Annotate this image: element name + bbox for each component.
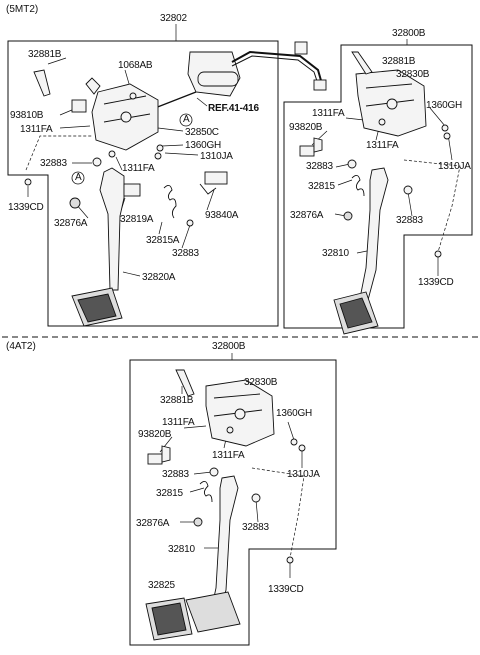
part-label: 93810B bbox=[10, 110, 44, 121]
marker-letter: A bbox=[75, 172, 82, 183]
part-label: 1360GH bbox=[185, 140, 222, 151]
part-label: 32883 bbox=[40, 158, 67, 169]
part-label: 32883 bbox=[242, 522, 269, 533]
part-label: 1339CD bbox=[8, 202, 44, 213]
section-label-4at2: (4AT2) bbox=[6, 341, 36, 352]
brake-assembly-frame-mt bbox=[283, 44, 473, 329]
part-label: 32883 bbox=[172, 248, 199, 259]
brake-assembly-frame-at bbox=[129, 359, 337, 646]
part-label: 32876A bbox=[136, 518, 170, 529]
part-label: 32876A bbox=[290, 210, 324, 221]
part-label: 32800B bbox=[212, 341, 246, 352]
part-label: 1360GH bbox=[276, 408, 313, 419]
reference-markers bbox=[71, 113, 193, 185]
part-label: 32881B bbox=[160, 395, 194, 406]
marker-a-lower bbox=[71, 171, 85, 185]
part-label: 1311FA bbox=[20, 124, 53, 135]
section-label-5mt2: (5MT2) bbox=[6, 4, 39, 15]
part-label: 32825 bbox=[148, 580, 175, 591]
part-label: 32819A bbox=[120, 214, 154, 225]
part-label: 32815 bbox=[156, 488, 183, 499]
part-label: 1339CD bbox=[418, 277, 454, 288]
brake-pedal-at-drawing bbox=[145, 369, 306, 641]
part-label: 32881B bbox=[28, 49, 62, 60]
part-label: 32815A bbox=[146, 235, 180, 246]
leader-lines-clutch bbox=[25, 24, 215, 277]
brake-pedal-mt-drawing bbox=[299, 51, 451, 335]
part-label: 32810 bbox=[168, 544, 195, 555]
part-label: 1339CD bbox=[268, 584, 304, 595]
part-label: 32830B bbox=[396, 69, 430, 80]
part-label: 32850C bbox=[185, 127, 219, 138]
part-label: 32802 bbox=[160, 13, 187, 24]
part-label: 1310JA bbox=[438, 161, 471, 172]
part-label: 32800B bbox=[392, 28, 426, 39]
part-label: 1068AB bbox=[118, 60, 153, 71]
part-label: 32820A bbox=[142, 272, 176, 283]
part-label: 93820B bbox=[138, 429, 172, 440]
part-label: 1311FA bbox=[312, 108, 345, 119]
part-label: 32883 bbox=[396, 215, 423, 226]
part-label: 93820B bbox=[289, 122, 323, 133]
part-label: 32883 bbox=[306, 161, 333, 172]
part-label: 1311FA bbox=[212, 450, 245, 461]
part-label: 32883 bbox=[162, 469, 189, 480]
part-label: 32881B bbox=[382, 56, 416, 67]
part-label: 32815 bbox=[308, 181, 335, 192]
part-label: 32810 bbox=[322, 248, 349, 259]
part-label: 1311FA bbox=[122, 163, 155, 174]
clutch-pedal-drawing bbox=[24, 41, 327, 327]
part-label: 1311FA bbox=[366, 140, 399, 151]
part-label: 1310JA bbox=[200, 151, 233, 162]
marker-letter: A bbox=[183, 114, 190, 125]
part-label: 93840A bbox=[205, 210, 239, 221]
part-label: 1360GH bbox=[426, 100, 463, 111]
clutch-assembly-frame bbox=[7, 40, 279, 327]
reference-label: REF.41-416 bbox=[208, 103, 259, 114]
part-label: 1311FA bbox=[162, 417, 195, 428]
part-label: 32876A bbox=[54, 218, 88, 229]
part-label: 32830B bbox=[244, 377, 278, 388]
marker-a-upper bbox=[179, 113, 193, 127]
part-label: 1310JA bbox=[287, 469, 320, 480]
